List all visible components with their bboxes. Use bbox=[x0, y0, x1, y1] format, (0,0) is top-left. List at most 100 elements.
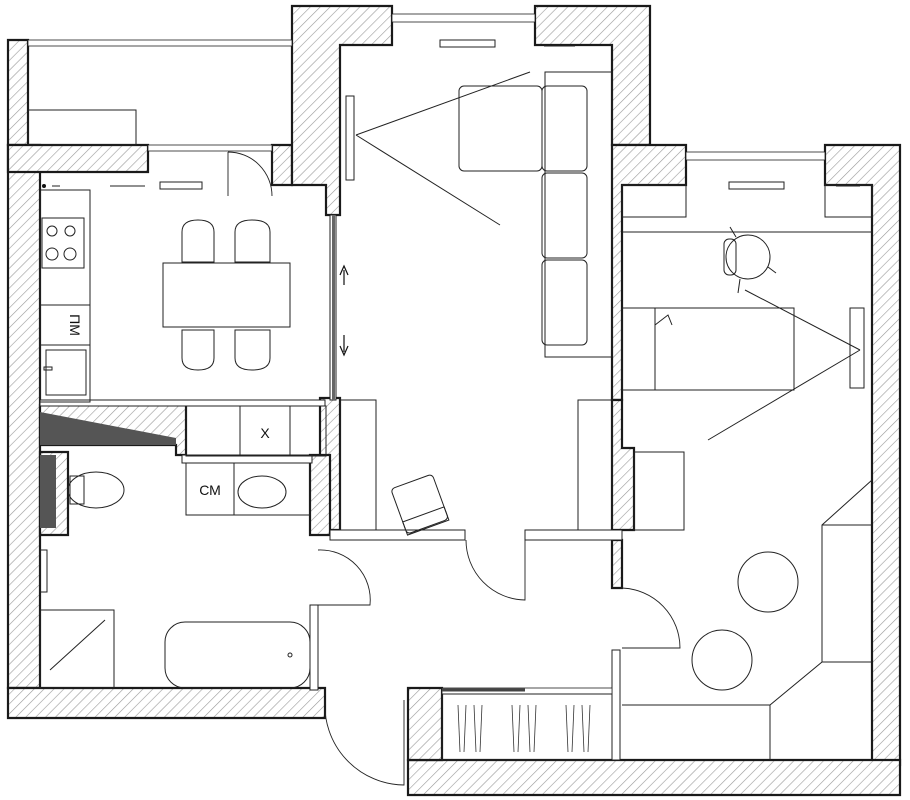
sofa-chaise bbox=[458, 85, 543, 172]
outer-walls bbox=[6, 4, 902, 797]
bed-mattress bbox=[654, 307, 795, 391]
washbasin bbox=[237, 475, 287, 509]
bed-sheet-fold bbox=[654, 314, 673, 326]
tv-view-line bbox=[744, 289, 861, 351]
sink bbox=[45, 349, 87, 396]
desk-right bbox=[824, 184, 873, 218]
dining-table bbox=[162, 262, 291, 328]
wall-storage-left bbox=[406, 686, 444, 762]
kitchen-window bbox=[147, 144, 273, 152]
toilet-wall-shadow bbox=[40, 455, 56, 528]
chair-leg bbox=[767, 266, 777, 274]
fridge-label: Х bbox=[260, 425, 270, 441]
shower-diagonal bbox=[49, 619, 106, 671]
bedroom-window bbox=[685, 151, 826, 161]
radiator bbox=[728, 181, 785, 190]
chair-leg bbox=[737, 278, 741, 294]
arrow-up-icon bbox=[339, 264, 349, 285]
armchair bbox=[391, 474, 450, 536]
towel-rail bbox=[39, 549, 48, 593]
kitchen-door bbox=[227, 151, 273, 197]
living-cabinet-right bbox=[577, 399, 613, 531]
vanity bbox=[233, 462, 311, 516]
wall-left bbox=[6, 143, 42, 690]
loggia-bench bbox=[27, 109, 137, 146]
hangers bbox=[457, 704, 591, 753]
wall-bottom-right bbox=[406, 758, 902, 797]
kitchen-counter bbox=[39, 189, 91, 403]
bathroom: СМ bbox=[39, 462, 405, 786]
faucet-icon bbox=[43, 366, 53, 371]
wall-bedroom-entry bbox=[610, 538, 624, 590]
burner-icon bbox=[63, 247, 77, 261]
tv-screen bbox=[849, 307, 865, 389]
hall-living-partition-right bbox=[524, 529, 623, 541]
wall-bedroom-top-left bbox=[610, 143, 688, 402]
wall-living-top-right bbox=[533, 4, 652, 147]
armchair-back bbox=[402, 506, 450, 536]
bedroom-desk bbox=[633, 451, 685, 531]
wall-bedroom-top-right bbox=[823, 143, 902, 767]
round-ottoman bbox=[691, 629, 753, 691]
living-door bbox=[465, 539, 526, 601]
stove bbox=[41, 217, 85, 269]
toilet-tank bbox=[69, 475, 85, 505]
wardrobe-box bbox=[441, 693, 613, 761]
wall-living-bedroom bbox=[610, 398, 636, 532]
sofa-frame bbox=[544, 71, 613, 358]
loggia-window bbox=[27, 39, 293, 47]
wall-living-top-left bbox=[290, 4, 394, 217]
outlet-icon bbox=[42, 184, 46, 188]
sofa-cushion bbox=[541, 259, 588, 346]
drain-icon bbox=[287, 652, 293, 658]
bedroom bbox=[621, 181, 873, 760]
radiator bbox=[159, 181, 203, 190]
tv-view-line bbox=[707, 349, 861, 441]
office-chair bbox=[723, 226, 777, 294]
hall-living-partition-left bbox=[329, 529, 466, 541]
dining-chair bbox=[234, 219, 271, 263]
round-ottoman bbox=[737, 551, 799, 613]
bed-frame bbox=[621, 307, 795, 391]
bathroom-door bbox=[317, 549, 371, 606]
burner-icon bbox=[45, 247, 59, 261]
wall-kitchen-top bbox=[6, 143, 150, 174]
living-window bbox=[391, 13, 536, 23]
hall-bedroom-partition bbox=[611, 649, 621, 761]
dining-chair bbox=[181, 219, 215, 263]
arrow-down-icon bbox=[339, 335, 349, 357]
fridge-row: Х bbox=[40, 405, 327, 528]
radiator bbox=[439, 39, 496, 48]
wall-kitchen-top-right bbox=[270, 143, 294, 187]
washing-machine-label: СМ bbox=[199, 482, 221, 498]
dishwasher-label: ПМ bbox=[67, 314, 83, 336]
burner-icon bbox=[46, 225, 58, 237]
entrance-door bbox=[324, 699, 405, 786]
sofa-cushion bbox=[541, 172, 588, 259]
toilet-bowl bbox=[67, 471, 125, 509]
living-cabinet-left bbox=[339, 399, 377, 531]
kitchen: ПМ bbox=[39, 151, 291, 403]
burner-icon bbox=[64, 225, 76, 237]
dining-chair bbox=[181, 329, 215, 371]
wall-bottom-left bbox=[6, 686, 327, 720]
windows bbox=[27, 13, 826, 695]
bath-hall-partition bbox=[309, 604, 319, 691]
living-room bbox=[339, 39, 613, 601]
utility-cabinets bbox=[185, 405, 327, 457]
corner-wardrobe bbox=[622, 479, 873, 706]
desk-left bbox=[621, 184, 687, 218]
sofa-cushion bbox=[541, 85, 588, 172]
wall-loggia-left bbox=[6, 38, 30, 147]
dining-chair bbox=[234, 329, 271, 371]
wall-bath-right bbox=[308, 453, 332, 537]
tv-view-line bbox=[355, 71, 531, 136]
hall-wardrobe bbox=[441, 688, 613, 761]
tv-screen bbox=[345, 95, 355, 181]
sliding-door-track bbox=[332, 215, 335, 400]
shower-tray bbox=[39, 609, 115, 689]
bedroom-door bbox=[621, 587, 681, 649]
armchair-seat bbox=[391, 474, 448, 534]
chair-seat bbox=[725, 234, 771, 280]
